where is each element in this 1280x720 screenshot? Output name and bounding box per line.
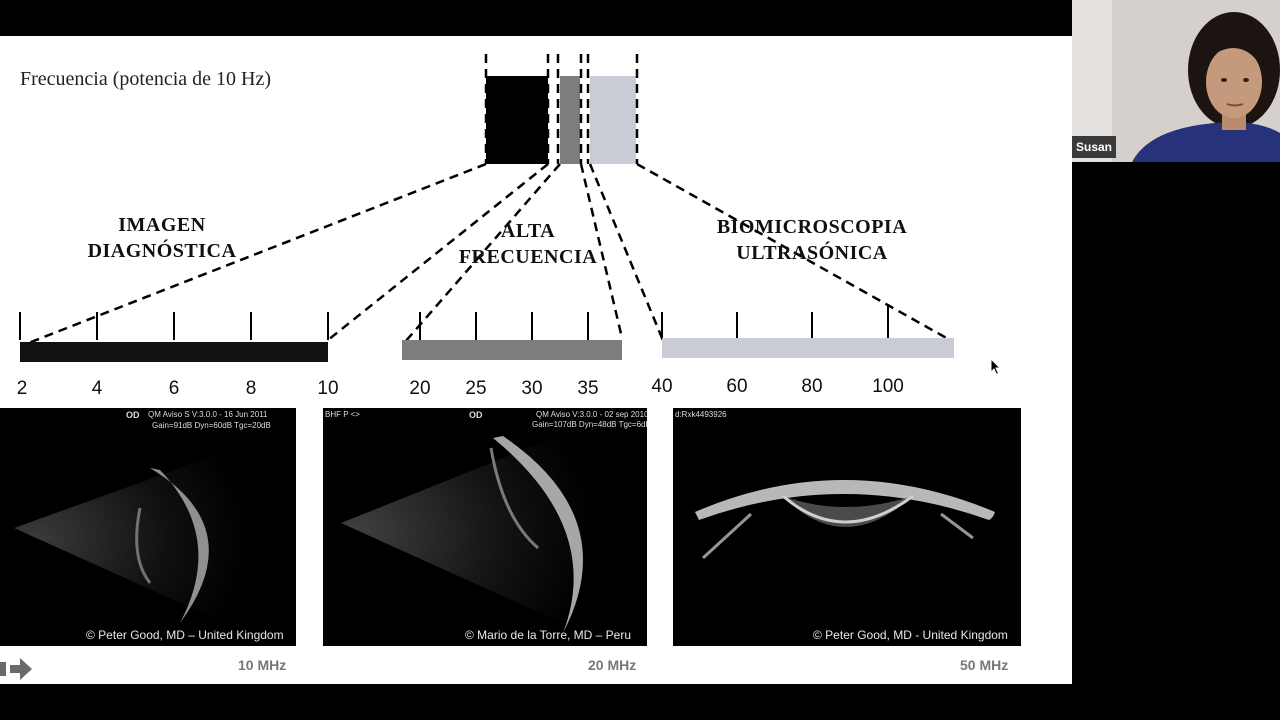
participant-name-tag: Susan <box>1072 136 1117 158</box>
scale-bar-biomicroscopy <box>662 338 954 358</box>
frequency-label: 10 MHz <box>238 657 287 673</box>
participant-avatar <box>1072 0 1280 162</box>
next-slide-arrow-icon[interactable] <box>0 654 34 684</box>
eye-scan-graphic <box>14 448 248 628</box>
scale-label: 35 <box>577 378 599 399</box>
scan-eye-label: OD <box>126 410 140 420</box>
scale-label: 60 <box>726 376 748 397</box>
scan-settings: Gain=91dB Dyn=60dB Tgc=20dB <box>152 421 271 430</box>
scale-label: 100 <box>872 376 904 397</box>
band-label-biomicroscopy: BIOMICROSCOPIA ULTRASÓNICA <box>716 216 908 264</box>
spectrum-block-gray <box>560 76 580 164</box>
scan-credit: © Peter Good, MD – United Kingdom <box>86 628 284 642</box>
scale-label: 2 <box>16 378 28 399</box>
frequency-label: 50 MHz <box>960 657 1009 673</box>
scale-label: 20 <box>409 378 431 399</box>
scale-label: 8 <box>245 378 257 399</box>
scale-label: 6 <box>168 378 180 399</box>
scale-label: 10 <box>317 378 339 399</box>
scan-header: QM Aviso V:3.0.0 - 02 sep 2010 <box>536 410 647 419</box>
presentation-slide: Frecuencia (potencia de 10 Hz) <box>0 36 1072 684</box>
ultrasound-image-50mhz: d:Rxk4493926 © Peter Good, MD - United K… <box>673 408 1021 646</box>
scale-label: 4 <box>91 378 103 399</box>
ultrasound-image-10mhz: OD QM Aviso S V:3.0.0 - 16 Jun 2011 Gain… <box>0 408 296 646</box>
spectrum-block-light <box>590 76 636 164</box>
scan-eye-label: OD <box>469 410 483 420</box>
band-label-diagnostic: IMAGEN DIAGNÓSTICA <box>87 214 237 262</box>
spectrum-diagram-lines <box>19 54 951 346</box>
band-label-high-frequency: ALTA FRECUENCIA <box>458 220 598 268</box>
ultrasound-image-20mhz: BHF P <> OD QM Aviso V:3.0.0 - 02 sep 20… <box>323 408 647 646</box>
scale-label: 30 <box>521 378 543 399</box>
scale-label: 80 <box>801 376 823 397</box>
scale-label: 25 <box>465 378 487 399</box>
scan-credit: © Mario de la Torre, MD – Peru <box>465 628 632 642</box>
participant-video[interactable] <box>1072 0 1280 162</box>
scan-header: d:Rxk4493926 <box>675 410 727 419</box>
scan-probe-label: BHF P <> <box>325 410 360 419</box>
scale-bar-diagnostic <box>20 342 328 362</box>
eye-scan-graphic <box>695 480 995 560</box>
scale-bar-high-frequency <box>402 340 622 360</box>
eye-scan-graphic <box>341 430 609 636</box>
scan-credit: © Peter Good, MD - United Kingdom <box>813 628 1008 642</box>
mouse-cursor-icon <box>990 358 1002 376</box>
scale-label: 40 <box>651 376 673 397</box>
frequency-label: 20 MHz <box>588 657 637 673</box>
scan-header: QM Aviso S V:3.0.0 - 16 Jun 2011 <box>148 410 268 419</box>
slide-title: Frecuencia (potencia de 10 Hz) <box>20 68 271 90</box>
spectrum-block-dark <box>486 76 548 164</box>
scan-settings: Gain=107dB Dyn=48dB Tgc=6dB <box>532 420 647 429</box>
